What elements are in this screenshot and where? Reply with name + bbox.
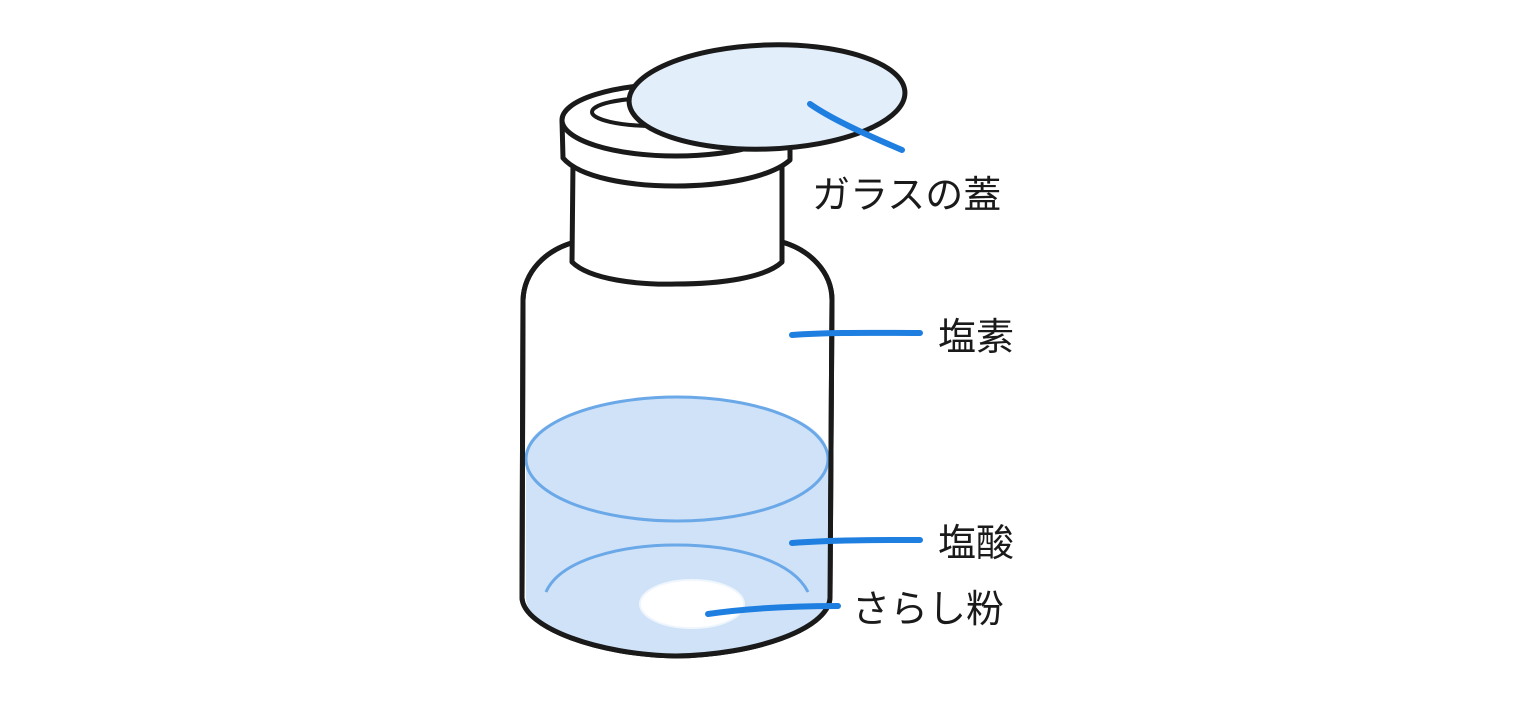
powder	[639, 579, 745, 629]
glass-lid	[626, 42, 908, 152]
bottle-neck	[569, 161, 785, 287]
bottle-bottom-curve	[544, 543, 810, 593]
leader-lid	[807, 101, 905, 153]
leader-hcl	[789, 537, 923, 546]
bottle-outline	[519, 239, 835, 659]
leader-lines	[705, 101, 923, 617]
label-bleaching-powder: さらし粉	[852, 587, 1005, 631]
label-hydrochloric-acid: 塩酸	[938, 521, 1015, 565]
liquid-surface	[524, 395, 830, 523]
leader-chlorine	[789, 329, 923, 338]
label-chlorine: 塩素	[938, 315, 1015, 359]
label-glass-lid: ガラスの蓋	[812, 173, 1002, 217]
leader-powder	[705, 603, 841, 617]
